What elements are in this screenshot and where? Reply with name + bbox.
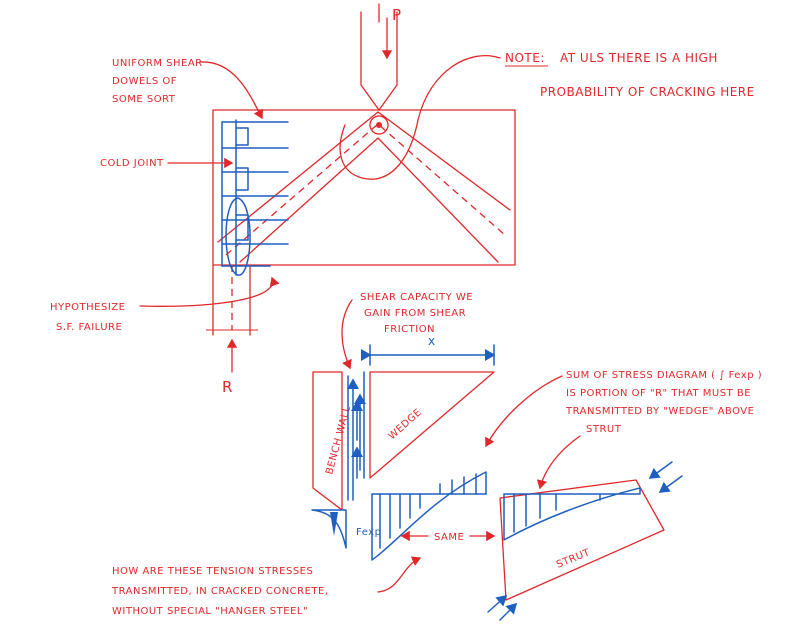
strut-compression-arrow [487,595,508,613]
bench-wall-label: BENCH WALL [324,405,353,476]
bench-wall-body: BENCH WALL [311,371,363,549]
dowels-text-3: SOME SORT [112,94,176,105]
note-heading: NOTE: [505,51,545,65]
wedge-stress-diagram: Fexp [356,471,487,561]
same-annotation: SAME [400,530,496,543]
hypothesize-text-2: S.F. FAILURE [56,322,122,333]
dowels-leader [199,61,264,120]
strut-compression-arrow [658,475,683,493]
dowels-text-2: DOWELS OF [112,76,177,87]
cold-joint-text: COLD JOINT [100,158,164,169]
support-column [212,264,251,336]
note-text-2: PROBABILITY OF CRACKING HERE [540,85,755,99]
hypothesize-annotation: HYPOTHESIZE S.F. FAILURE [50,276,280,333]
how-annotation: HOW ARE THESE TENSION STRESSES TRANSMITT… [111,556,422,617]
dimension-label: x [428,334,436,348]
dowels-annotation: UNIFORM SHEAR DOWELS OF SOME SORT [112,58,264,120]
sum-text-1: SUM OF STRESS DIAGRAM ( ∫ Fexp ) [566,370,762,381]
load-column [360,11,398,111]
wedge-body: WEDGE [354,371,495,479]
strut-label: STRUT [555,547,592,571]
shear-cap-leader [341,299,353,370]
shear-cap-text-2: GAIN FROM SHEAR [364,308,466,319]
fexp-label: Fexp [356,527,381,538]
stress-curve [371,471,487,561]
note-text-1: AT ULS THERE IS A HIGH [560,51,718,65]
hypothesize-leader [139,276,280,307]
beam-outline [212,109,516,266]
shear-cap-text-1: SHEAR CAPACITY WE [360,292,473,303]
strut-centerline [225,123,506,256]
bench-stress-hatch [330,512,338,536]
node-circle [369,115,389,135]
wedge-outline [369,371,495,479]
dowels-text-1: UNIFORM SHEAR [112,58,203,69]
sum-text-3: TRANSMITTED BY "WEDGE" ABOVE [565,406,754,417]
reaction-label-r: R [222,378,233,396]
load-label-p: P [392,6,402,24]
strut-body: STRUT [487,461,683,621]
strut-outer [217,111,511,243]
strut-compression-arrow [648,461,673,479]
strut-compression-arrow [499,602,518,621]
node-point [376,122,382,128]
how-text-1: HOW ARE THESE TENSION STRESSES [112,566,313,577]
shear-capacity-annotation: SHEAR CAPACITY WE GAIN FROM SHEAR FRICTI… [341,292,473,370]
same-label: SAME [434,532,464,543]
sum-annotation: SUM OF STRESS DIAGRAM ( ∫ Fexp ) IS PORT… [485,370,762,490]
main-elevation: P R [206,3,516,396]
shear-dowels [221,119,289,276]
strut-outline [499,479,665,601]
shear-cap-text-3: FRICTION [384,324,435,335]
crack-region-pointer [339,54,501,180]
cold-joint-keys [235,127,249,241]
bench-stress-diagram [311,509,347,549]
failure-zone-loop [225,197,251,276]
cold-joint-annotation: COLD JOINT [100,157,234,169]
hypothesize-text-1: HYPOTHESIZE [50,302,125,313]
strut-stress-diagram [503,487,641,541]
note-annotation: NOTE: AT ULS THERE IS A HIGH PROBABILITY… [505,51,755,99]
sum-text-4: STRUT [586,424,622,435]
dimension-x: x [361,334,496,366]
how-text-2: TRANSMITTED, IN CRACKED CONCRETE, [111,586,329,597]
sum-text-2: IS PORTION OF "R" THAT MUST BE [566,388,751,399]
how-leader [377,556,422,593]
sum-leader-1 [485,375,563,448]
sum-leader-2 [536,435,581,490]
how-text-3: WITHOUT SPECIAL "HANGER STEEL" [112,606,308,617]
